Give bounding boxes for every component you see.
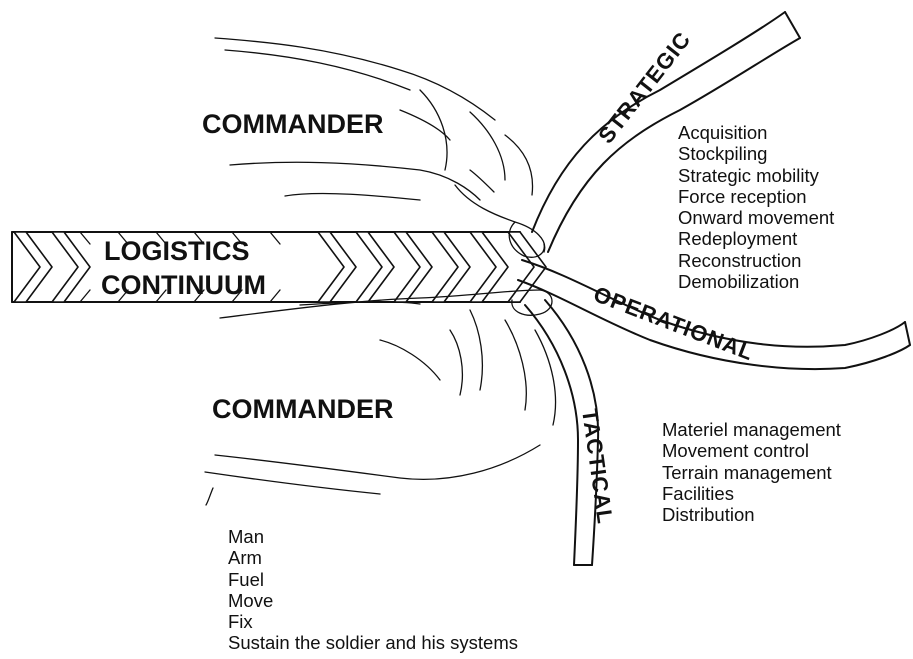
strategic-operational-list: Acquisition Stockpiling Strategic mobili… <box>678 122 834 292</box>
continuum-label-line1: LOGISTICS <box>104 236 250 266</box>
list-item: Sustain the soldier and his systems <box>228 632 518 653</box>
rope-chevron <box>394 232 432 302</box>
top-hand-illustration <box>215 38 545 257</box>
list-item: Terrain management <box>662 462 841 483</box>
rope-chevron <box>356 232 394 302</box>
list-item: Man <box>228 526 518 547</box>
soldier-support-list: Man Arm Fuel Move Fix Sustain the soldie… <box>228 526 518 654</box>
list-item: Fuel <box>228 569 518 590</box>
list-item: Movement control <box>662 440 841 461</box>
list-item: Fix <box>228 611 518 632</box>
list-item: Force reception <box>678 186 834 207</box>
list-item: Acquisition <box>678 122 834 143</box>
commander-label-top: COMMANDER <box>202 109 384 139</box>
operational-band-label: OPERATIONAL <box>590 281 757 365</box>
list-item: Demobilization <box>678 271 834 292</box>
list-item: Facilities <box>662 483 841 504</box>
continuum-rope <box>12 232 546 302</box>
commander-label-bottom: COMMANDER <box>212 394 394 424</box>
tactical-list: Materiel management Movement control Ter… <box>662 419 841 525</box>
rope-chevron <box>14 232 52 302</box>
list-item: Move <box>228 590 518 611</box>
continuum-label-line2: CONTINUUM <box>101 270 266 300</box>
list-item: Strategic mobility <box>678 165 834 186</box>
list-item: Materiel management <box>662 419 841 440</box>
rope-chevron-edge <box>270 232 280 302</box>
list-item: Reconstruction <box>678 250 834 271</box>
rope-chevron <box>432 232 470 302</box>
list-item: Distribution <box>662 504 841 525</box>
tactical-band-label: TACTICAL <box>577 407 618 526</box>
rope-chevron <box>318 232 356 302</box>
list-item: Onward movement <box>678 207 834 228</box>
list-item: Arm <box>228 547 518 568</box>
list-item: Stockpiling <box>678 143 834 164</box>
list-item: Redeployment <box>678 228 834 249</box>
rope-chevron <box>52 232 90 302</box>
